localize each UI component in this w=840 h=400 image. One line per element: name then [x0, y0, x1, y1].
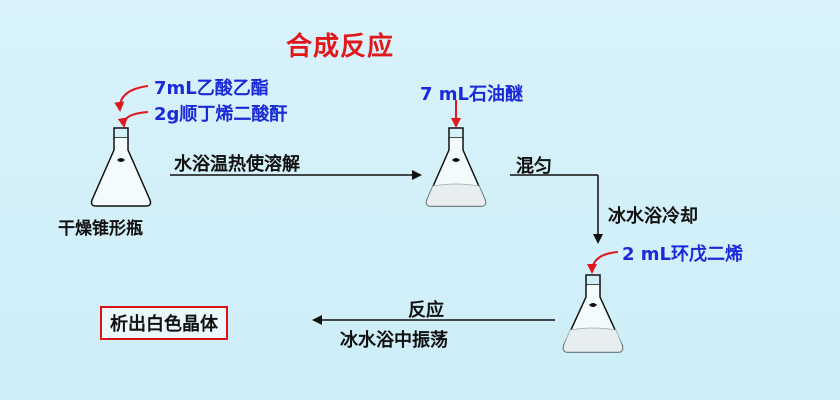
- flask-3: [562, 274, 624, 353]
- reagent-label-maleic-anhydride: 2g顺丁烯二酸酐: [154, 104, 288, 125]
- step-ice-bath-cool: 冰水浴冷却: [608, 206, 698, 227]
- reagent-label-cyclopentadiene: 2 mL环戊二烯: [622, 244, 744, 265]
- step-react: 反应: [408, 300, 444, 321]
- reagent-label-ethyl-acetate: 7mL乙酸乙酯: [154, 78, 269, 99]
- step-ice-bath-shake: 冰水浴中振荡: [340, 330, 448, 351]
- reagent-label-petroleum-ether: 7 mL石油醚: [420, 84, 524, 105]
- flask-1: [90, 127, 152, 207]
- reagent-arrow-3: [587, 251, 619, 274]
- reagent-arrow-1a: [114, 85, 149, 112]
- flask-1-label: 干燥锥形瓶: [58, 219, 143, 239]
- result-box: 析出白色晶体: [100, 306, 228, 340]
- reagent-arrow-1b: [117, 111, 149, 128]
- diagram-title: 合成反应: [286, 32, 395, 62]
- flask-2: [425, 127, 487, 207]
- step-mix: 混匀: [516, 156, 552, 177]
- step-heat-dissolve: 水浴温热使溶解: [174, 154, 300, 175]
